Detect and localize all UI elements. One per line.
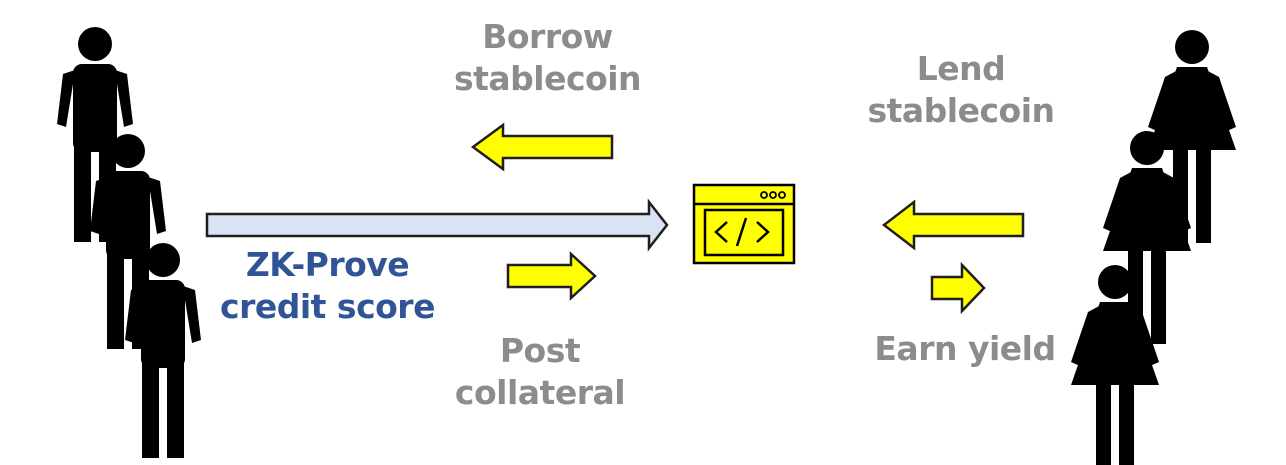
borrow-label-line2: stablecoin: [453, 59, 642, 98]
borrow-label-line1: Borrow: [482, 17, 613, 56]
lend-label-line1: Lend: [916, 49, 1006, 88]
lenders-group: [1071, 30, 1236, 465]
lend-stablecoin-label: Lend stablecoin: [852, 48, 1070, 132]
zk-label-line1: ZK-Prove: [245, 245, 410, 284]
zk-label-line2: credit score: [220, 287, 435, 326]
borrowers-group: [57, 27, 201, 458]
earn-yield-arrow: [930, 261, 986, 315]
post-collateral-arrow: [506, 251, 597, 301]
earn-label-line1: Earn yield: [874, 329, 1056, 368]
earn-yield-label: Earn yield: [860, 328, 1070, 370]
post-collateral-label: Post collateral: [440, 330, 640, 414]
lend-label-line2: stablecoin: [867, 91, 1055, 130]
post-label-line1: Post: [499, 331, 581, 370]
female-person-icon: [1071, 265, 1159, 465]
borrow-arrow: [470, 122, 614, 172]
lend-arrow: [881, 199, 1025, 251]
borrow-stablecoin-label: Borrow stablecoin: [440, 16, 655, 100]
zk-prove-credit-score-label: ZK-Prove credit score: [205, 244, 450, 328]
post-label-line2: collateral: [454, 373, 626, 412]
zk-prove-arrow: [205, 198, 669, 252]
code-window-icon: [692, 183, 796, 265]
